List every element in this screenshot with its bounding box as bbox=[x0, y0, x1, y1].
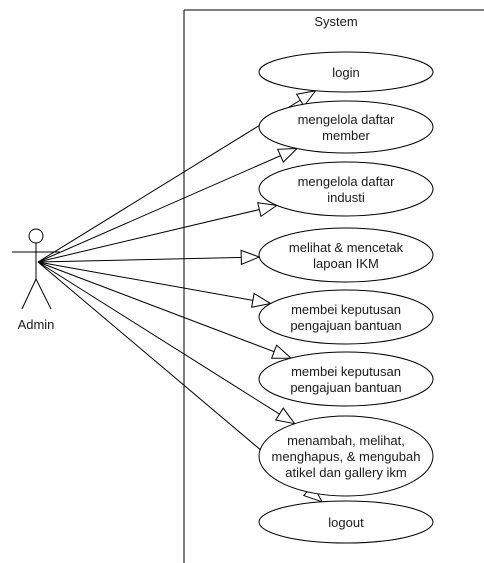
use-case-label-line: menambah, melihat, bbox=[287, 433, 405, 448]
use-case-logout: logout bbox=[258, 500, 434, 544]
arrowhead-mengelola-daftar-member bbox=[276, 147, 299, 163]
use-case-ellipse bbox=[258, 351, 434, 407]
use-case-login: login bbox=[258, 51, 434, 93]
actor-head bbox=[28, 228, 44, 244]
actor-left-leg bbox=[21, 278, 37, 310]
use-case-menambah-melihat-menghapus-mengubah: menambah, melihat,menghapus, & mengubaha… bbox=[258, 415, 434, 497]
use-case-ellipse bbox=[258, 415, 434, 497]
use-case-ellipse bbox=[258, 161, 434, 217]
system-boundary: System bbox=[183, 9, 484, 563]
use-case-ellipse bbox=[258, 51, 434, 93]
use-case-label-line: login bbox=[332, 65, 359, 80]
use-case-label-line: member bbox=[322, 128, 370, 143]
actor-admin bbox=[12, 228, 60, 310]
use-case-ellipse bbox=[258, 100, 434, 154]
use-case-ellipse bbox=[258, 500, 434, 544]
use-case-label-line: menghapus, & mengubah bbox=[272, 449, 421, 464]
arrowhead-membei-keputusan-1 bbox=[251, 292, 272, 308]
use-case-label-line: melihat & mencetak bbox=[289, 240, 404, 255]
use-case-label-line: membei keputusan bbox=[291, 364, 401, 379]
use-case-ellipse bbox=[258, 227, 434, 283]
use-case-ellipse bbox=[258, 289, 434, 345]
arrowhead-mengelola-daftar-industi bbox=[257, 202, 279, 218]
association-line-mengelola-daftar-industi bbox=[37, 204, 277, 263]
arrowhead-login bbox=[295, 90, 317, 108]
association-line-membei-keputusan-1 bbox=[37, 261, 271, 305]
actor-right-leg bbox=[35, 278, 52, 310]
use-case-label-line: mengelola daftar bbox=[298, 174, 396, 189]
arrowhead-membei-keputusan-2 bbox=[270, 344, 293, 359]
arrowhead-menambah-melihat-menghapus-mengubah bbox=[274, 407, 296, 425]
use-case-label-line: lapoan IKM bbox=[313, 256, 379, 271]
arrowhead-melihat-mencetak-lapoan-ikm bbox=[240, 249, 261, 266]
use-case-label-line: pengajuan bantuan bbox=[290, 318, 401, 333]
actor-name: Admin bbox=[18, 317, 55, 332]
association-line-melihat-mencetak-lapoan-ikm bbox=[37, 256, 260, 263]
use-case-label-line: mengelola daftar bbox=[298, 112, 396, 127]
association-line-mengelola-daftar-member bbox=[37, 148, 298, 263]
use-case-label-line: atikel dan gallery ikm bbox=[285, 465, 406, 480]
use-case-label-line: logout bbox=[328, 515, 364, 530]
use-case-label-line: membei keputusan bbox=[291, 302, 401, 317]
use-case-label-line: industi bbox=[327, 190, 365, 205]
association-line-membei-keputusan-2 bbox=[37, 261, 292, 359]
system-label: System bbox=[314, 14, 357, 29]
association-line-menambah-melihat-menghapus-mengubah bbox=[37, 261, 295, 425]
use-case-label-line: pengajuan bantuan bbox=[290, 380, 401, 395]
